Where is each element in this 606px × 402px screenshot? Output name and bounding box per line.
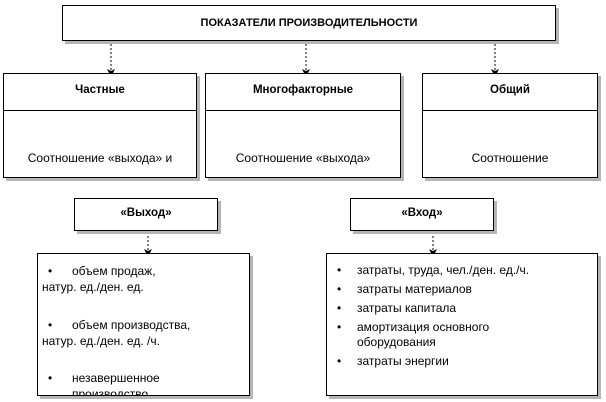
top-title: ПОКАЗАТЕЛИ ПРОИЗВОДИТЕЛЬНОСТИ	[200, 17, 418, 29]
bullet-icon: •	[337, 282, 342, 296]
bullet-icon: •	[48, 318, 53, 332]
category-box-total: Общий Соотношение	[422, 73, 598, 178]
category-body: Соотношение «выхода» и	[27, 151, 173, 165]
category-box-multifactor: Многофакторные Соотношение «выхода»	[205, 73, 401, 178]
output-list-box: • объем продаж, натур. ед./ден. ед. • об…	[37, 253, 250, 396]
output-item: • объем продаж, натур. ед./ден. ед.	[42, 264, 156, 294]
bullet-icon: •	[48, 371, 53, 385]
input-item: • затраты материалов	[337, 282, 472, 296]
bullet-icon: •	[337, 263, 342, 277]
output-header-box: «Выход»	[74, 198, 218, 231]
output-item: • незавершенное производство	[48, 371, 160, 395]
input-item: • затраты капитала	[337, 301, 457, 315]
input-item: • затраты энергии	[337, 354, 449, 368]
input-item: • амортизация основного оборудования	[337, 320, 490, 349]
top-title-box: ПОКАЗАТЕЛИ ПРОИЗВОДИТЕЛЬНОСТИ	[62, 5, 556, 41]
input-item: • затраты, труда, чел./ден. ед./ч.	[337, 263, 530, 277]
bullet-icon: •	[48, 264, 53, 278]
category-body: Соотношение	[471, 151, 549, 165]
category-body: Соотношение «выхода»	[235, 151, 371, 165]
output-title: «Выход»	[120, 207, 172, 219]
category-divider	[206, 110, 400, 111]
output-item: • объем производства, натур. ед./ден. ед…	[42, 318, 191, 348]
category-divider	[4, 110, 196, 111]
category-title: Частные	[75, 84, 125, 96]
category-title: Многофакторные	[252, 84, 354, 96]
category-box-private: Частные Соотношение «выхода» и	[3, 73, 197, 178]
bullet-icon: •	[337, 320, 342, 334]
input-title: «Вход»	[401, 207, 443, 219]
bullet-icon: •	[337, 301, 342, 315]
bullet-icon: •	[337, 354, 342, 368]
category-divider	[423, 110, 597, 111]
category-title: Общий	[490, 84, 530, 96]
input-list-box: • затраты, труда, чел./ден. ед./ч. • зат…	[326, 253, 598, 396]
input-header-box: «Вход»	[350, 198, 494, 231]
